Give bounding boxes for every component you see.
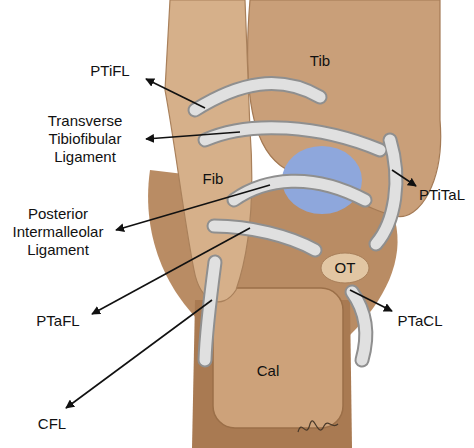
leader-arrow [116,185,270,230]
leader-arrow [146,79,205,108]
ligament-label: Transverse Tibiofibular Ligament [28,112,142,166]
leader-arrow [392,170,416,186]
signature-mark [298,421,338,432]
bone-label: Tib [300,52,340,70]
leader-arrow [146,132,240,139]
ligament-label: PTiTaL [414,186,470,204]
leader-arrow [350,290,392,311]
leader-arrow [66,300,212,408]
bone-label: Cal [248,362,288,380]
bone-label: OT [331,259,359,277]
leader-arrow [92,228,250,314]
ligament-label: PTiFL [80,62,140,80]
ligament-label: Posterior Intermalleolar Ligament [2,205,114,259]
ligament-label: PTaCL [390,312,450,330]
fibula-bone [165,0,252,302]
calcaneus-tuberosity [213,288,343,428]
os-trigonum [321,253,369,283]
ligament-label: CFL [28,415,76,433]
ligaments [195,84,396,360]
ligament-label: PTaFL [28,312,88,330]
bone-label: Fib [196,170,230,188]
